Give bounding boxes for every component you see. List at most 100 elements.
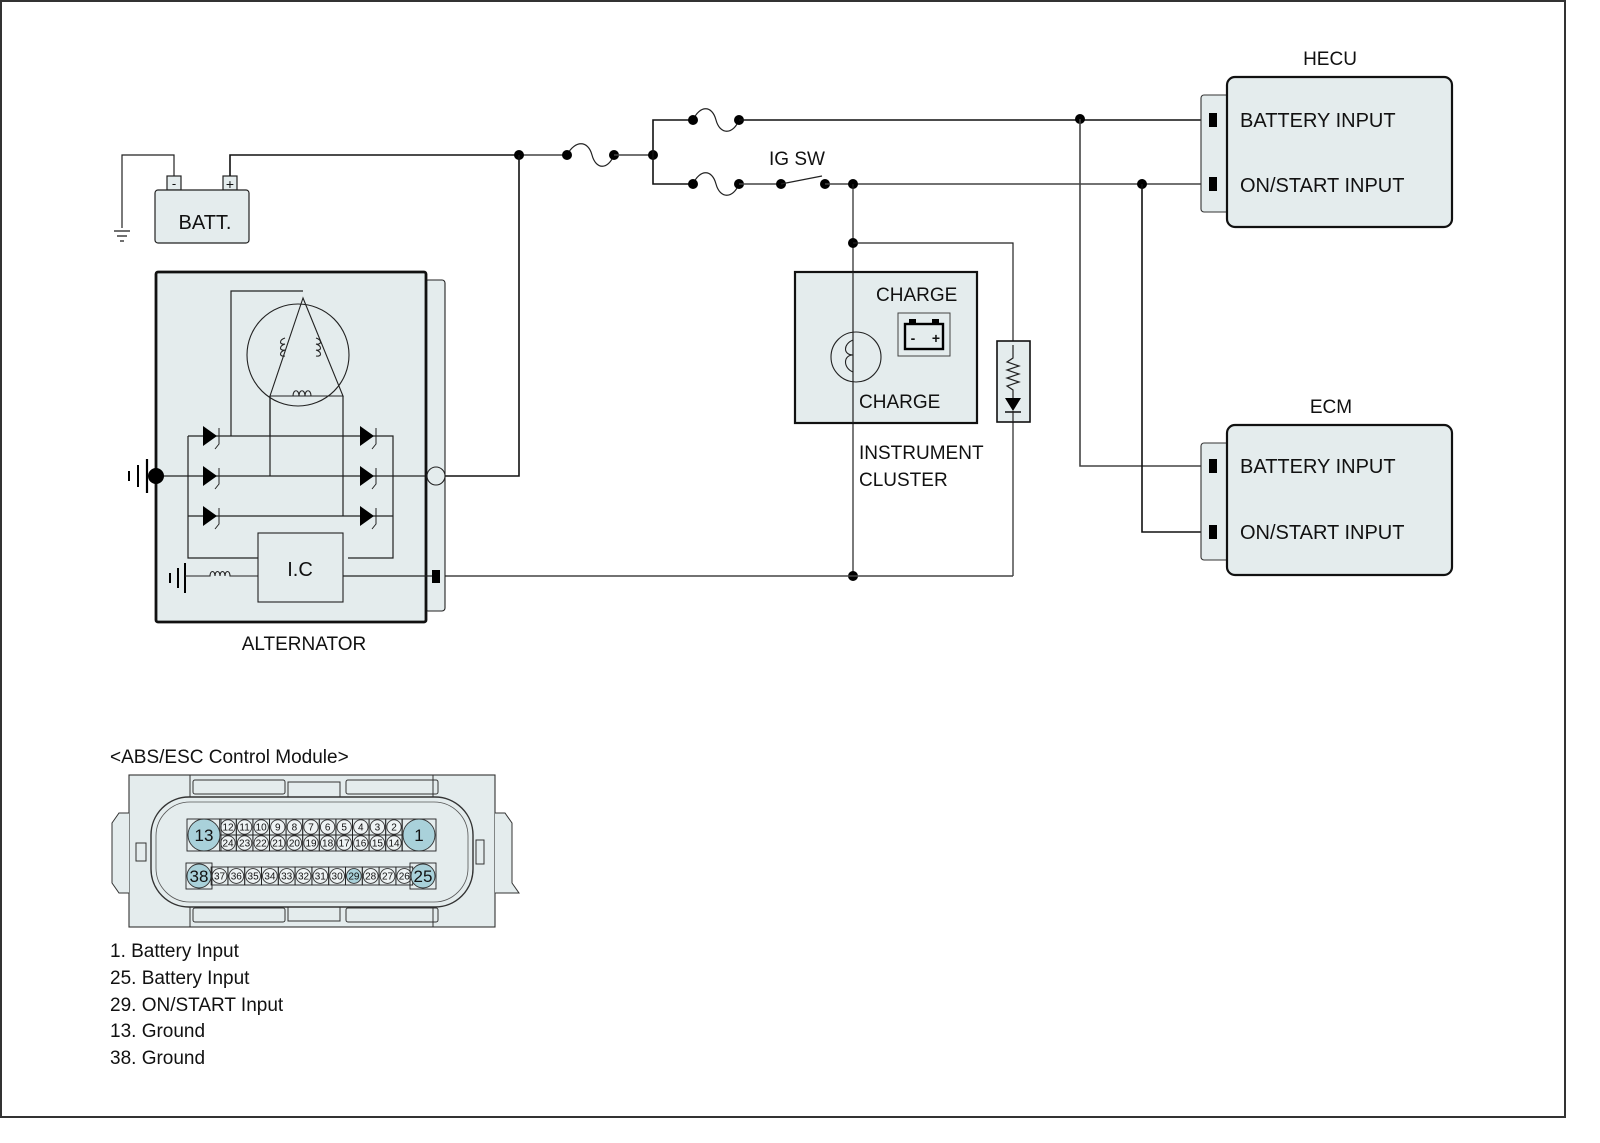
hecu-title: HECU [1303,49,1357,70]
svg-text:15: 15 [372,839,384,850]
svg-text:24: 24 [222,839,234,850]
battery: - + BATT. [114,154,250,244]
svg-text:18: 18 [322,839,334,850]
svg-text:7: 7 [308,823,314,834]
svg-text:9: 9 [275,823,281,834]
ecm-on-start-input: ON/START INPUT [1240,522,1404,544]
svg-text:-: - [911,330,916,346]
alternator-label: ALTERNATOR [242,634,367,655]
connector-pin-11: 11 [235,818,254,836]
hecu-battery-input: BATTERY INPUT [1240,110,1396,132]
svg-text:34: 34 [264,872,276,883]
ecm-battery-input: BATTERY INPUT [1240,456,1396,478]
connector-pin [1209,459,1217,473]
charge-warning-label-bottom: CHARGE [859,392,940,413]
main-fuse [562,143,619,167]
charge-warning-label-top: CHARGE [876,285,957,306]
alternator-b-terminal [426,466,446,486]
ecm-module: ECM BATTERY INPUT ON/START INPUT [1200,397,1454,577]
connector-pin-25: 25 [409,862,437,890]
svg-text:28: 28 [365,872,377,883]
hecu-module: HECU BATTERY INPUT ON/START INPUT [1200,49,1454,229]
battery-pos-terminal: + [226,176,234,192]
ground-icon [169,563,205,593]
instrument-cluster-label-1: INSTRUMENT [859,443,984,464]
page-border [0,0,1566,1118]
ig-switch-label: IG SW [769,149,825,170]
svg-text:26: 26 [399,872,411,883]
legend-item: 13. Ground [110,1021,205,1042]
fuse-ign-line [688,172,744,196]
rectifier-diodes [203,426,377,530]
charge-lamp-icon [830,331,882,383]
battery-label: BATT. [179,212,232,234]
svg-text:10: 10 [256,823,268,834]
svg-text:27: 27 [382,872,394,883]
connector-pin-35: 35 [244,866,262,886]
connector-pin [1209,177,1217,191]
legend-item: 29. ON/START Input [110,995,284,1016]
connector-pin-38: 38 [185,862,213,890]
alternator: I.C [128,270,446,624]
connector-pin [1209,525,1217,539]
svg-text:35: 35 [248,872,260,883]
connector-pin-26: 26 [395,866,414,886]
svg-text:5: 5 [341,823,347,834]
svg-text:2: 2 [391,823,397,834]
svg-text:17: 17 [339,839,351,850]
svg-text:31: 31 [315,872,327,883]
pin-legend: 1. Battery Input 25. Battery Input 29. O… [110,941,284,1069]
svg-text:30: 30 [332,872,344,883]
svg-text:1: 1 [414,826,423,845]
svg-text:6: 6 [325,823,331,834]
svg-text:11: 11 [239,823,250,834]
legend-item: 1. Battery Input [110,941,240,962]
ground-icon [114,230,130,242]
alternator-l-terminal [432,570,440,583]
ecm-title: ECM [1310,397,1352,418]
fuse-battery-line [688,108,744,132]
ground-icon [128,459,164,493]
svg-text:21: 21 [272,839,284,850]
svg-text:3: 3 [375,823,381,834]
svg-text:25: 25 [414,867,433,886]
connector-pin-31: 31 [311,866,330,886]
svg-text:22: 22 [256,839,268,850]
svg-text:8: 8 [292,823,298,834]
connector-pin-1: 1 [401,818,437,852]
connector-pin-28: 28 [361,866,380,886]
svg-text:14: 14 [388,839,400,850]
svg-text:33: 33 [281,872,293,883]
battery-warning-icon: - + [897,312,951,357]
connector-pin-21: 21 [269,834,287,852]
ig-switch[interactable] [776,175,830,189]
connector-pin-29: 29 [345,866,363,886]
connector-pin-23: 23 [235,834,254,852]
connector-pin-18: 18 [318,834,337,852]
svg-text:36: 36 [231,872,243,883]
svg-text:32: 32 [298,872,310,883]
connector-pin-13: 13 [186,818,222,852]
svg-text:23: 23 [239,839,251,850]
svg-text:20: 20 [289,839,301,850]
svg-text:29: 29 [348,872,360,883]
svg-text:4: 4 [358,823,364,834]
ic-label: I.C [287,559,313,581]
instrument-cluster: CHARGE - + CHARGE [793,270,979,425]
legend-item: 25. Battery Input [110,968,250,989]
connector-pin [1209,113,1217,127]
hecu-on-start-input: ON/START INPUT [1240,175,1404,197]
svg-text:37: 37 [214,872,226,883]
connector-title: <ABS/ESC Control Module> [110,747,349,768]
svg-text:13: 13 [195,826,214,845]
svg-text:12: 12 [222,823,234,834]
svg-text:16: 16 [355,839,367,850]
svg-text:+: + [932,330,940,346]
svg-text:38: 38 [190,867,209,886]
legend-item: 38. Ground [110,1048,205,1069]
battery-neg-terminal: - [172,176,176,191]
svg-text:19: 19 [305,839,317,850]
